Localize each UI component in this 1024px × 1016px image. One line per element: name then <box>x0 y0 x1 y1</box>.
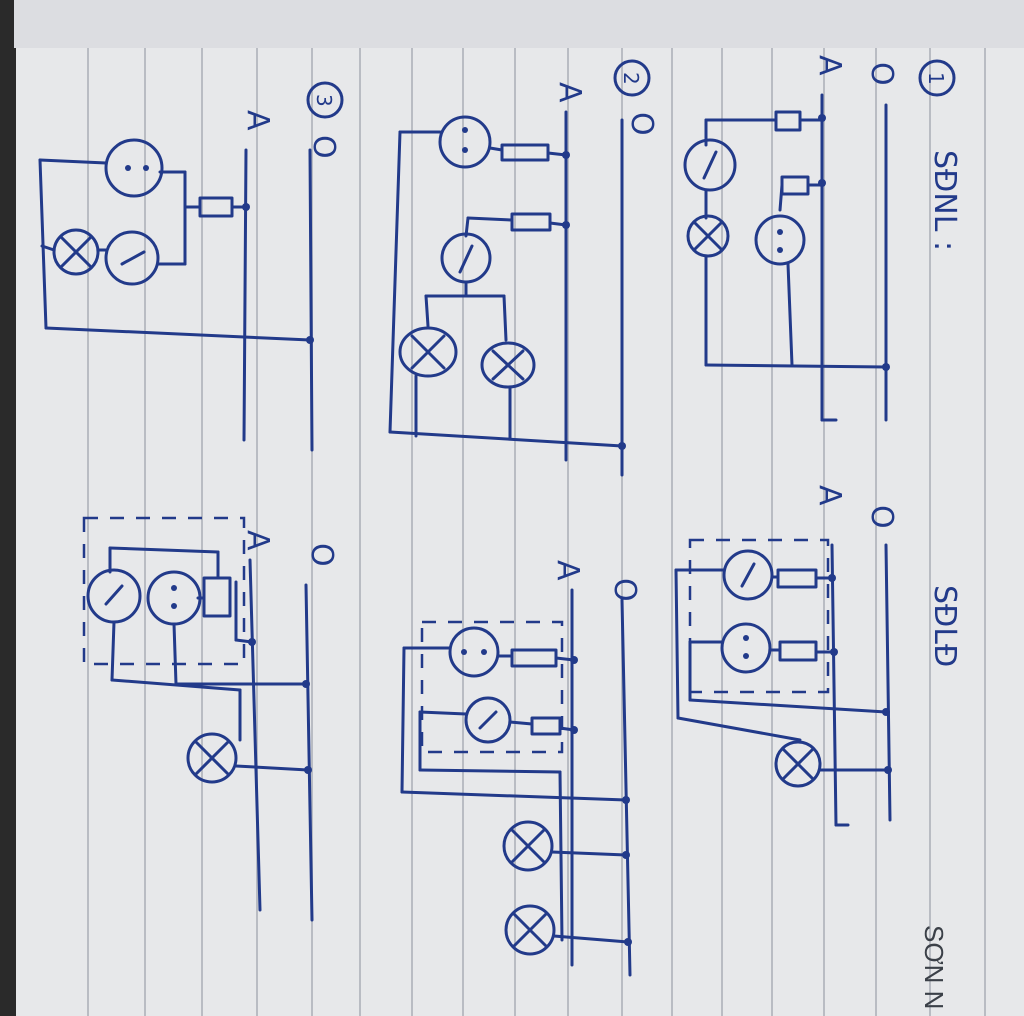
marker-2-text: 2 <box>619 72 643 85</box>
switch-icon <box>683 138 737 192</box>
lamp-icon <box>504 904 556 956</box>
socket-icon <box>720 622 772 674</box>
diagram-1 <box>683 93 890 422</box>
switch-icon <box>722 549 774 601</box>
page-top-band <box>14 0 1024 48</box>
svg-text:A: A <box>240 530 275 551</box>
footer-brand: SƠN N <box>919 925 949 1009</box>
diagram-6 <box>82 516 314 922</box>
lamp-icon <box>686 214 730 258</box>
marker-1-text: 1 <box>924 72 948 85</box>
heading-sdld: SĐLĐ <box>927 585 962 667</box>
socket-icon <box>438 115 492 169</box>
label-a-6: A <box>240 530 275 551</box>
label-o-1: O <box>864 62 899 86</box>
diagram-2 <box>388 110 626 477</box>
footer-brand-text: SƠN N <box>919 925 949 1009</box>
heading-sdld-text: SĐLĐ <box>927 585 962 667</box>
fuse-icon <box>530 716 562 736</box>
socket-icon <box>104 138 164 198</box>
diagram-4 <box>674 538 892 827</box>
notebook-page <box>14 0 1024 1016</box>
svg-text:A: A <box>550 560 585 581</box>
fuse-icon <box>500 143 550 162</box>
page-shadow <box>0 0 16 1016</box>
socket-icon <box>448 626 500 678</box>
fuse-icon <box>510 648 558 668</box>
svg-text:O: O <box>607 578 642 602</box>
board-box <box>82 516 246 666</box>
svg-text:A: A <box>812 55 847 76</box>
diagram-3 <box>38 138 314 452</box>
label-a-1: A <box>812 55 847 76</box>
label-a-3: A <box>240 110 275 131</box>
lamp-icon <box>186 732 238 784</box>
label-o-6: O <box>304 543 339 567</box>
label-a-4: A <box>812 485 847 506</box>
marker-3: 3 <box>306 81 344 119</box>
label-o-2: O <box>624 112 659 136</box>
label-a-2: A <box>552 82 587 103</box>
label-o-4: O <box>864 505 899 529</box>
svg-text:O: O <box>864 505 899 529</box>
switch-icon <box>104 230 160 286</box>
heading-sdnl-text: SĐNL : <box>927 150 962 251</box>
svg-text:A: A <box>240 110 275 131</box>
label-o-5: O <box>607 578 642 602</box>
svg-text:O: O <box>624 112 659 136</box>
svg-text:A: A <box>552 82 587 103</box>
marker-1: 1 <box>918 59 956 97</box>
label-o-3: O <box>306 135 341 159</box>
marker-3-text: 3 <box>312 94 336 107</box>
marker-2: 2 <box>613 59 651 97</box>
lamp-icon <box>480 341 536 389</box>
board-box <box>688 538 830 694</box>
svg-text:O: O <box>304 543 339 567</box>
heading-sdnl: SĐNL : <box>927 150 962 251</box>
svg-text:O: O <box>306 135 341 159</box>
lamp-icon <box>398 326 458 378</box>
board-box <box>420 620 564 754</box>
lamp-icon <box>52 228 100 276</box>
diagram-5 <box>400 588 632 977</box>
lamp-icon <box>502 820 554 872</box>
label-a-5: A <box>550 560 585 581</box>
svg-text:A: A <box>812 485 847 506</box>
fuse-icon <box>510 212 552 232</box>
lamp-icon <box>774 740 822 788</box>
svg-text:O: O <box>864 62 899 86</box>
socket-icon <box>754 214 806 266</box>
switch-icon <box>464 696 512 744</box>
